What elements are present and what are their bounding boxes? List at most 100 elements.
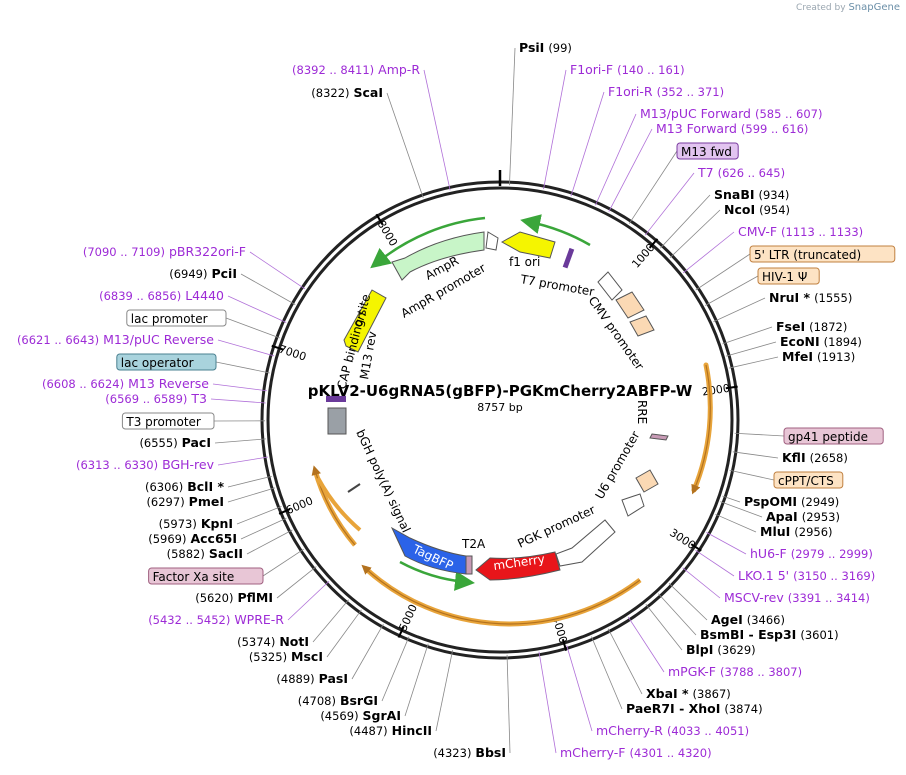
feature-name: HIV-1 Ψ [762, 270, 807, 284]
feature-label-paer7i-xhoi[interactable]: PaeR7I - XhoI (3874) [626, 701, 763, 716]
feature-label-t7[interactable]: T7 (626 .. 645) [697, 165, 785, 180]
feature-label-gp41-peptide[interactable]: gp41 peptide [783, 427, 884, 445]
leader-line [726, 341, 777, 357]
feature-label-mscv-rev[interactable]: MSCV-rev (3391 .. 3414) [724, 590, 870, 605]
feature-label-mcherry-f[interactable]: mCherry-F (4301 .. 4320) [560, 745, 712, 760]
feature-box [757, 267, 820, 285]
tick-mark [271, 344, 284, 351]
feature-label-kfli[interactable]: KflI (2658) [782, 450, 848, 465]
leader-line [509, 47, 516, 186]
feature-label-m13-puc-forward[interactable]: M13/pUC Forward (585 .. 607) [640, 106, 822, 121]
feature-label-lac-operator[interactable]: lac operator [116, 353, 217, 371]
feature-label-pflmi[interactable]: (5620) PflMI [195, 590, 273, 605]
tick-label: 8000 [375, 218, 401, 249]
feature-label-ncoi[interactable]: NcoI (954) [724, 202, 790, 217]
feature-label-sgrai[interactable]: (4569) SgrAI [320, 708, 401, 723]
feature-label-hiv-1-[interactable]: HIV-1 Ψ [757, 267, 820, 285]
green-arc-top-left [370, 216, 486, 269]
feature-label-apai[interactable]: ApaI (2953) [766, 509, 840, 524]
feature-label-xbai-[interactable]: XbaI * (3867) [646, 686, 731, 701]
feature-label-hu6-f[interactable]: hU6-F (2979 .. 2999) [750, 546, 873, 561]
feature-name: Factor Xa site [153, 570, 235, 584]
feature-label-noti[interactable]: (5374) NotI [237, 634, 309, 649]
feature-label-mcherry-r[interactable]: mCherry-R (4033 .. 4051) [596, 723, 749, 738]
tick-label: 7000 [277, 343, 308, 364]
feature-label-hincii[interactable]: (4487) HincII [349, 723, 432, 738]
feature-label-sacii[interactable]: (5882) SacII [167, 546, 243, 561]
feature-label-m13-fwd[interactable]: M13 fwd [676, 142, 739, 160]
feature-text: (5973) KpnI [159, 516, 233, 531]
feature-label-bgh-rev[interactable]: (6313 .. 6330) BGH-rev [76, 457, 215, 472]
feature-label-scai[interactable]: (8322) ScaI [311, 85, 383, 100]
feature-label-lko-1-5-[interactable]: LKO.1 5' (3150 .. 3169) [738, 568, 875, 583]
watermark-brand: SnapGene [848, 2, 900, 13]
feature-label-m13-puc-reverse[interactable]: (6621 .. 6643) M13/pUC Reverse [17, 332, 214, 347]
feature-label-bsmbi-esp3i[interactable]: BsmBI - Esp3I (3601) [700, 627, 839, 642]
feature-box [148, 567, 264, 585]
feature-text: (4569) SgrAI [320, 708, 401, 723]
feature-label-m13-reverse[interactable]: (6608 .. 6624) M13 Reverse [42, 376, 209, 391]
orf-arc-left2 [316, 477, 362, 532]
feature-name: cPPT/CTS [778, 474, 834, 488]
leader-line [734, 432, 785, 437]
leader-line [713, 297, 766, 323]
tagbfp-feature [390, 526, 467, 575]
feature-label-mpgk-f[interactable]: mPGK-F (3788 .. 3807) [668, 664, 802, 679]
feature-label-econi[interactable]: EcoNI (1894) [780, 334, 862, 349]
feature-label-bbsi[interactable]: (4323) BbsI [433, 745, 506, 760]
feature-label-pmei[interactable]: (6297) PmeI [146, 494, 224, 509]
feature-label-f1ori-f[interactable]: F1ori-F (140 .. 161) [570, 62, 685, 77]
feature-name: lac promoter [131, 312, 208, 326]
feature-label-blpi[interactable]: BlpI (3629) [686, 642, 756, 657]
feature-label-bsrgi[interactable]: (4708) BsrGI [298, 693, 378, 708]
feature-name: M13 fwd [681, 145, 732, 159]
inner-feature-t2a: T2A [461, 537, 486, 551]
feature-label-kpni[interactable]: (5973) KpnI [159, 516, 233, 531]
feature-label-wpre-r[interactable]: (5432 .. 5452) WPRE-R [148, 612, 284, 627]
feature-text: (5882) SacII [167, 546, 243, 561]
feature-label-bcli-[interactable]: (6306) BclI * [145, 479, 224, 494]
feature-label-agei[interactable]: AgeI (3466) [711, 612, 785, 627]
feature-name: lac operator [121, 356, 194, 370]
tick-mark [561, 638, 568, 651]
leader-line [591, 636, 623, 710]
feature-label-m13-forward[interactable]: M13 Forward (599 .. 616) [656, 121, 808, 136]
leader-line [732, 451, 779, 459]
feature-label-snabi[interactable]: SnaBI (934) [714, 187, 789, 202]
feature-label-pbr322ori-f[interactable]: (7090 .. 7109) pBR322ori-F [83, 244, 246, 259]
tick-label: 6000 [284, 494, 315, 517]
feature-label-lac-promoter[interactable]: lac promoter [126, 309, 227, 327]
leader-line [312, 599, 349, 643]
leader-line [249, 251, 306, 290]
orf-arc-right-line [691, 364, 711, 495]
feature-label-amp-r[interactable]: (8392 .. 8411) Amp-R [292, 62, 420, 77]
leader-line [506, 654, 511, 754]
feature-label-t3-promoter[interactable]: T3 promoter [121, 412, 215, 430]
feature-label-mfei[interactable]: MfeI (1913) [782, 349, 855, 364]
feature-label-cppt-cts[interactable]: cPPT/CTS [773, 471, 844, 489]
leader-line [695, 550, 735, 577]
feature-label-f1ori-r[interactable]: F1ori-R (352 .. 371) [608, 84, 724, 99]
feature-label-t3[interactable]: (6569 .. 6589) T3 [105, 391, 207, 406]
inner-feature-tagbfp: TagBFP [410, 542, 456, 573]
feature-label-l4440[interactable]: (6839 .. 6856) L4440 [99, 288, 224, 303]
leader-line [262, 548, 304, 577]
feature-label-cmv-f[interactable]: CMV-F (1113 .. 1133) [738, 224, 863, 239]
feature-text: (5969) Acc65I [148, 531, 237, 546]
feature-label-pspomi[interactable]: PspOMI (2949) [744, 494, 839, 509]
feature-label-fsei[interactable]: FseI (1872) [776, 319, 847, 334]
feature-label-mlui[interactable]: MluI (2956) [760, 524, 833, 539]
feature-name: gp41 peptide [788, 430, 868, 444]
feature-label-paci[interactable]: (6555) PacI [139, 435, 211, 450]
feature-text: CMV-F (1113 .. 1133) [738, 224, 863, 239]
feature-label-pasi[interactable]: (4889) PasI [276, 671, 348, 686]
leader-line [608, 128, 653, 212]
feature-label-psii[interactable]: PsiI (99) [519, 40, 572, 55]
feature-label-pcii[interactable]: (6949) PciI [169, 266, 237, 281]
feature-label-nrui-[interactable]: NruI * (1555) [769, 290, 852, 305]
feature-label-acc65i[interactable]: (5969) Acc65I [148, 531, 237, 546]
feature-label-factor-xa-site[interactable]: Factor Xa site [148, 567, 264, 585]
leader-line [404, 643, 429, 717]
feature-label-msci[interactable]: (5325) MscI [249, 649, 323, 664]
feature-label-5-ltr-truncated-[interactable]: 5' LTR (truncated) [749, 245, 896, 263]
